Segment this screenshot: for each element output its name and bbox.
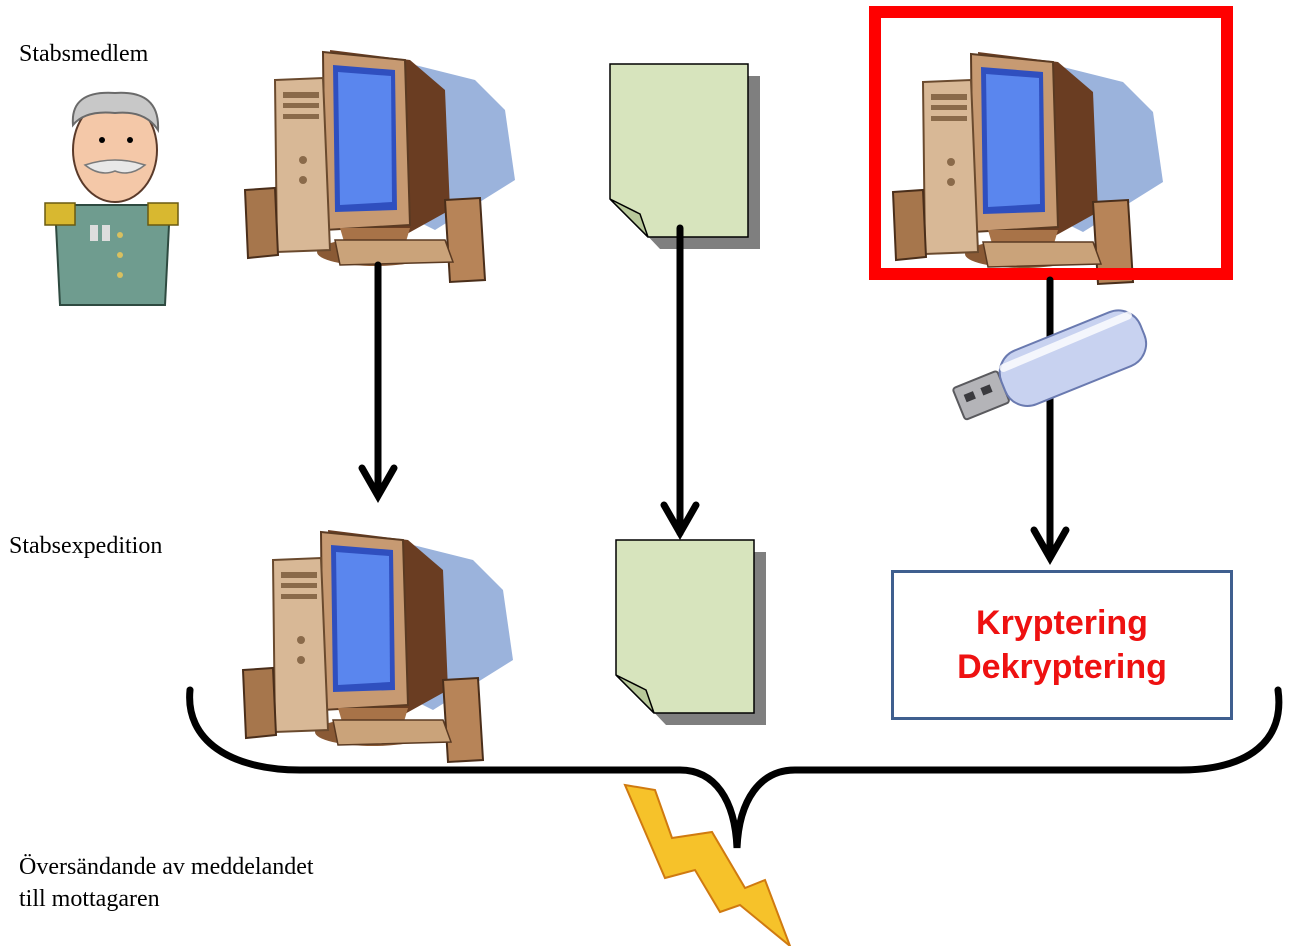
- usb-stick-icon: [952, 309, 1148, 421]
- computer-icon: [242, 529, 514, 763]
- document-icon: [615, 539, 767, 726]
- label-staff-member: Stabsmedlem: [19, 41, 149, 67]
- arrow-computer-to-office: [358, 261, 398, 504]
- highlight-frame: [869, 6, 1233, 280]
- arrow-secure-computer-to-crypto: [1030, 276, 1070, 566]
- crypto-label-encryption: Kryptering: [976, 604, 1148, 642]
- crypto-box: Kryptering Dekryptering: [891, 570, 1233, 720]
- arrow-document-to-office: [660, 224, 700, 541]
- grouping-brace: [186, 686, 1283, 849]
- officer-icon: [44, 91, 179, 306]
- computer-icon: [892, 51, 1164, 285]
- label-transmission-line2: till mottagaren: [19, 886, 160, 912]
- label-staff-office: Stabsexpedition: [9, 533, 163, 559]
- crypto-label-decryption: Dekryptering: [957, 648, 1167, 686]
- lightning-icon: [623, 783, 792, 946]
- label-transmission-line1: Översändande av meddelandet: [19, 854, 314, 880]
- document-icon: [609, 63, 761, 250]
- computer-icon: [244, 49, 516, 283]
